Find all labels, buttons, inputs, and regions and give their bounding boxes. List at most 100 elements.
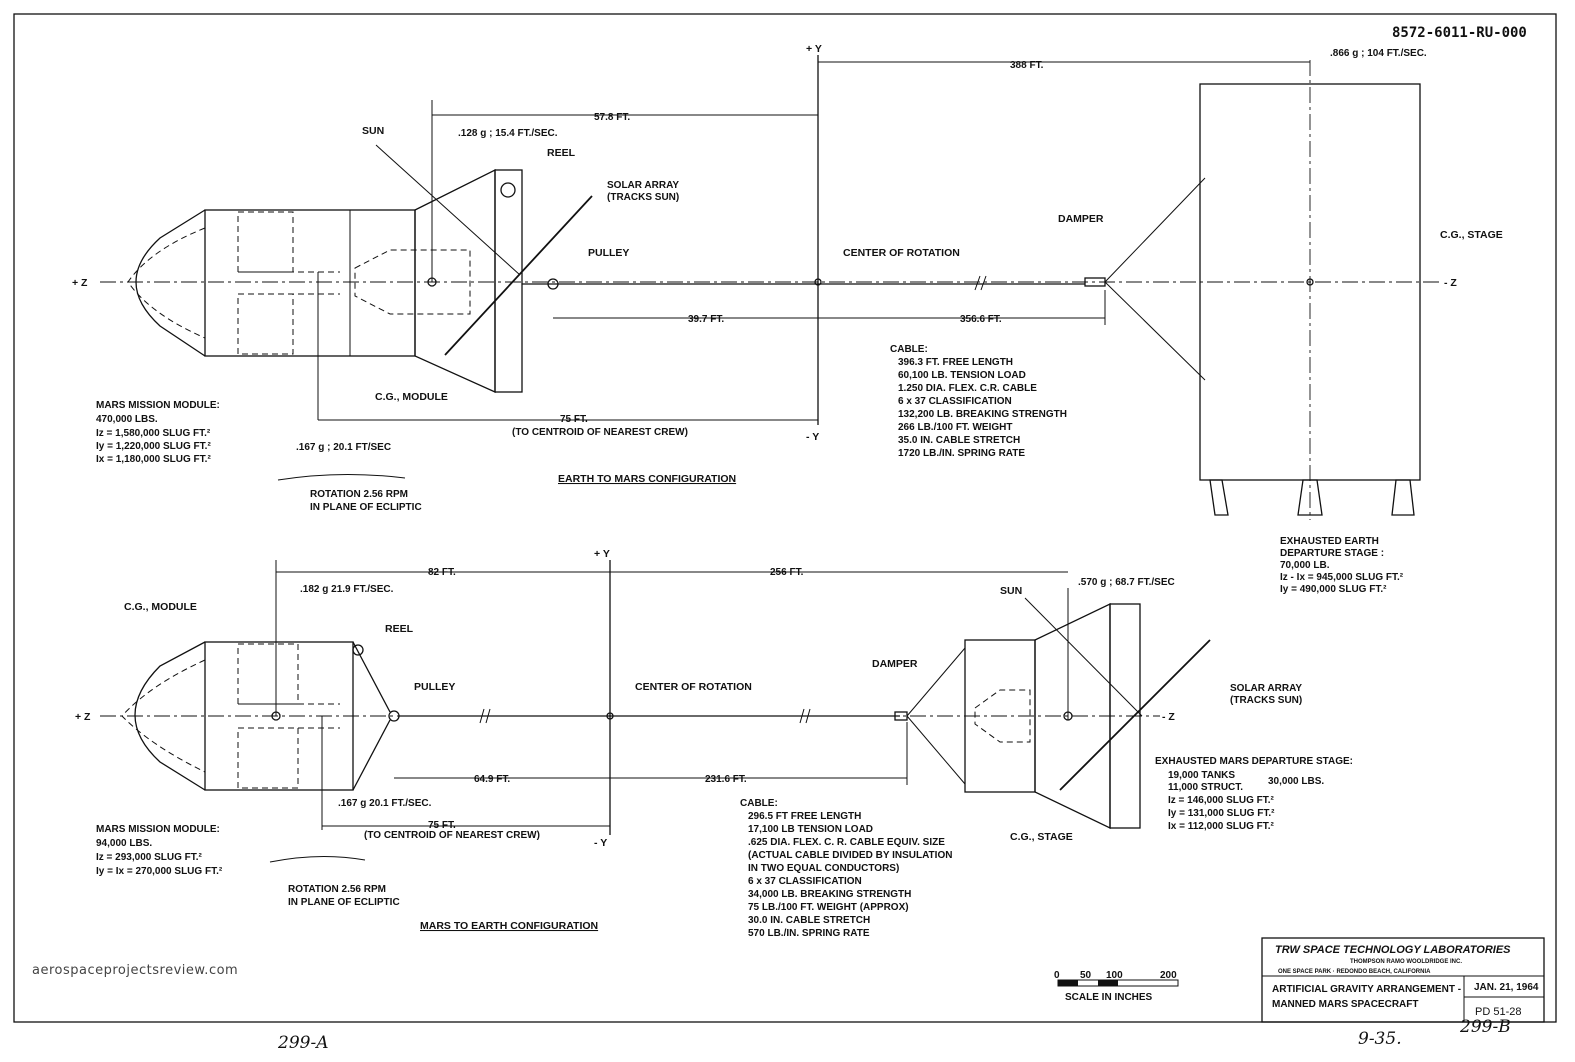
svg-text:Iy = 1,220,000 SLUG FT.²: Iy = 1,220,000 SLUG FT.² [96,441,211,452]
svg-text:IN TWO EQUAL CONDUCTORS): IN TWO EQUAL CONDUCTORS) [748,863,899,874]
svg-text:1720 LB./IN. SPRING RATE: 1720 LB./IN. SPRING RATE [898,448,1025,459]
bottom-minus-y: - Y [594,837,607,849]
bottom-dim-256: 256 FT. [770,567,804,578]
bottom-dim-231-6: 231.6 FT. [705,774,747,785]
title-block-title-1: ARTIFICIAL GRAVITY ARRANGEMENT - [1272,984,1461,995]
handwritten-right: 299-B [1459,1017,1511,1037]
top-cable-notes: CABLE: 396.3 FT. FREE LENGTH 60,100 LB. … [890,344,1067,459]
svg-text:396.3 FT. FREE LENGTH: 396.3 FT. FREE LENGTH [898,357,1013,368]
scale-bar: 0 50 100 200 SCALE IN INCHES [1054,970,1179,1003]
svg-text:94,000 LBS.: 94,000 LBS. [96,838,152,849]
svg-text:1.250 DIA. FLEX. C.R. CABLE: 1.250 DIA. FLEX. C.R. CABLE [898,383,1037,394]
svg-text:60,100 LB. TENSION LOAD: 60,100 LB. TENSION LOAD [898,370,1026,381]
svg-text:Iz = 146,000 SLUG FT.²: Iz = 146,000 SLUG FT.² [1168,795,1275,806]
svg-text:Iz - Ix = 945,000 SLUG FT.²: Iz - Ix = 945,000 SLUG FT.² [1280,572,1404,583]
bottom-configuration: + Z - Z + Y - Y [75,548,1353,939]
handwritten-middle: 9-35. [1358,1029,1402,1049]
svg-text:Ix = 1,180,000 SLUG FT.²: Ix = 1,180,000 SLUG FT.² [96,454,211,465]
svg-text:Iz = 293,000 SLUG FT.²: Iz = 293,000 SLUG FT.² [96,852,203,863]
svg-text:SCALE IN INCHES: SCALE IN INCHES [1065,992,1153,1003]
top-accel-stage: .866 g ; 104 FT./SEC. [1330,48,1427,59]
svg-text:Iy = 490,000 SLUG FT.²: Iy = 490,000 SLUG FT.² [1280,584,1387,595]
bottom-accel-module: .182 g 21.9 FT./SEC. [300,584,394,595]
top-plus-y: + Y [806,43,822,55]
document-number: 8572-6011-RU-000 [1392,25,1527,41]
top-pulley-label: PULLEY [588,247,629,259]
bottom-config-title: MARS TO EARTH CONFIGURATION [420,920,598,932]
top-center-of-rotation: CENTER OF ROTATION [843,247,960,259]
bottom-reel-label: REEL [385,623,414,635]
svg-text:570 LB./IN. SPRING RATE: 570 LB./IN. SPRING RATE [748,928,870,939]
svg-text:Iy = 131,000 SLUG FT.²: Iy = 131,000 SLUG FT.² [1168,808,1275,819]
svg-text:EXHAUSTED EARTH: EXHAUSTED EARTH [1280,536,1379,547]
top-dim-57-8: 57.8 FT. [594,112,630,123]
top-rotation-2: IN PLANE OF ECLIPTIC [310,502,422,513]
bottom-dim-75-note: (TO CENTROID OF NEAREST CREW) [364,830,540,841]
top-solar-array-2: (TRACKS SUN) [607,192,679,203]
bottom-plus-z: + Z [75,711,91,723]
svg-text:6 x 37 CLASSIFICATION: 6 x 37 CLASSIFICATION [748,876,862,887]
bottom-damper-label: DAMPER [872,658,918,670]
svg-text:MARS MISSION MODULE:: MARS MISSION MODULE: [96,824,220,835]
svg-text:50: 50 [1080,970,1092,981]
title-block-company: TRW SPACE TECHNOLOGY LABORATORIES [1275,944,1511,956]
svg-text:17,100 LB TENSION LOAD: 17,100 LB TENSION LOAD [748,824,873,835]
bottom-dim-82: 82 FT. [428,567,456,578]
bottom-cg-module: C.G., MODULE [124,601,197,613]
svg-text:200: 200 [1160,970,1177,981]
top-dim-75: 75 FT. [560,414,588,425]
top-dim-39-7: 39.7 FT. [688,314,724,325]
top-rotation-1: ROTATION 2.56 RPM [310,489,408,500]
svg-text:30.0 IN. CABLE STRETCH: 30.0 IN. CABLE STRETCH [748,915,870,926]
bottom-rotation-2: IN PLANE OF ECLIPTIC [288,897,400,908]
svg-text:100: 100 [1106,970,1123,981]
svg-text:0: 0 [1054,970,1060,981]
bottom-pulley-label: PULLEY [414,681,455,693]
top-sun-label: SUN [362,125,384,137]
bottom-mission-module [121,641,391,830]
top-config-title: EARTH TO MARS CONFIGURATION [558,473,736,485]
bottom-dim-75: 75 FT. [428,820,456,831]
svg-text:(ACTUAL CABLE DIVIDED BY INSUL: (ACTUAL CABLE DIVIDED BY INSULATION [748,850,952,861]
top-cg-module: C.G., MODULE [375,391,448,403]
top-accel-module: .128 g ; 15.4 FT./SEC. [458,128,558,139]
svg-text:35.0 IN. CABLE STRETCH: 35.0 IN. CABLE STRETCH [898,435,1020,446]
svg-text:19,000 TANKS: 19,000 TANKS [1168,770,1235,781]
svg-text:6 x 37 CLASSIFICATION: 6 x 37 CLASSIFICATION [898,396,1012,407]
svg-text:132,200 LB. BREAKING STRENGTH: 132,200 LB. BREAKING STRENGTH [898,409,1067,420]
title-block-address: ONE SPACE PARK · REDONDO BEACH, CALIFORN… [1278,969,1431,975]
svg-text:Iy = Ix = 270,000 SLUG FT.²: Iy = Ix = 270,000 SLUG FT.² [96,866,223,877]
svg-text:11,000 STRUCT.: 11,000 STRUCT. [1168,782,1243,793]
svg-text:30,000 LBS.: 30,000 LBS. [1268,776,1324,787]
bottom-mars-departure-stage [906,588,1141,830]
bottom-center-of-rotation: CENTER OF ROTATION [635,681,752,693]
svg-text:CABLE:: CABLE: [740,798,778,809]
top-cg-stage: C.G., STAGE [1440,229,1503,241]
title-block-drawing-no: PD 51-28 [1475,1006,1521,1018]
bottom-sun-label: SUN [1000,585,1022,597]
title-block: TRW SPACE TECHNOLOGY LABORATORIES THOMPS… [1261,937,1545,1023]
bottom-solar-array-1: SOLAR ARRAY [1230,683,1302,694]
bottom-minus-z: - Z [1162,711,1175,723]
top-dim-356-6: 356.6 FT. [960,314,1002,325]
bottom-accel-crew: .167 g 20.1 FT./SEC. [338,798,432,809]
bottom-stage-notes: EXHAUSTED MARS DEPARTURE STAGE: 19,000 T… [1155,756,1353,832]
svg-text:CABLE:: CABLE: [890,344,928,355]
svg-text:.625 DIA. FLEX. C. R. CABLE EQ: .625 DIA. FLEX. C. R. CABLE EQUIV. SIZE [748,837,945,848]
bottom-rotation-1: ROTATION 2.56 RPM [288,884,386,895]
bottom-plus-y: + Y [594,548,610,560]
svg-text:75 LB./100 FT. WEIGHT (APPROX): 75 LB./100 FT. WEIGHT (APPROX) [748,902,909,913]
top-earth-departure-stage [1104,60,1421,520]
bottom-cg-stage: C.G., STAGE [1010,831,1073,843]
svg-text:296.5 FT FREE LENGTH: 296.5 FT FREE LENGTH [748,811,861,822]
top-reel-label: REEL [547,147,576,159]
bottom-accel-stage: .570 g ; 68.7 FT./SEC [1078,577,1175,588]
bottom-dim-64-9: 64.9 FT. [474,774,510,785]
top-configuration: + Z - Z + Y - Y [72,43,1503,595]
top-dim-388: 388 FT. [1010,60,1044,71]
svg-text:Ix = 112,000 SLUG FT.²: Ix = 112,000 SLUG FT.² [1168,821,1275,832]
watermark: aerospaceprojectsreview.com [32,963,239,978]
handwritten-left: 299-A [277,1033,328,1053]
svg-text:Iz = 1,580,000 SLUG FT.²: Iz = 1,580,000 SLUG FT.² [96,428,211,439]
